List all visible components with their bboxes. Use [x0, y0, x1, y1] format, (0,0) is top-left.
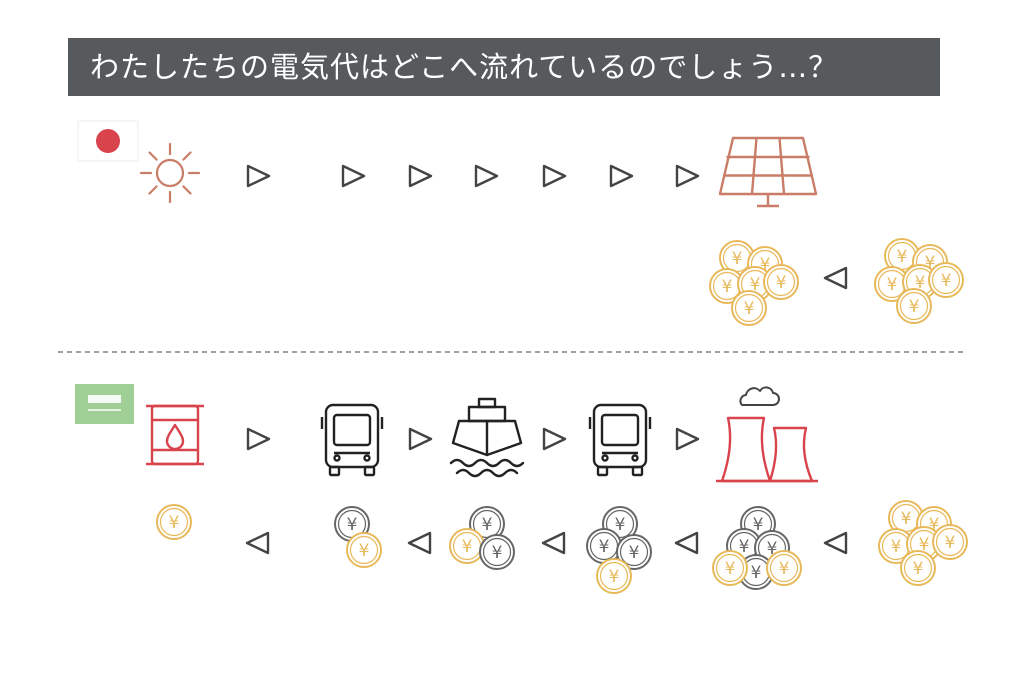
power-plant-icon: [716, 386, 818, 483]
arrow-right-icon: [246, 164, 271, 188]
yen-coin-icon: ¥: [763, 264, 799, 300]
yen-coin-icon: ¥: [932, 524, 968, 560]
yen-coin-icon: ¥: [586, 528, 622, 564]
yen-symbol: ¥: [462, 537, 473, 557]
yen-symbol: ¥: [776, 273, 787, 293]
yen-coin-icon: ¥: [900, 550, 936, 586]
yen-symbol: ¥: [929, 515, 940, 535]
yen-symbol: ¥: [750, 275, 761, 295]
yen-coin-icon: ¥: [449, 528, 485, 564]
yen-symbol: ¥: [901, 509, 912, 529]
arrow-right-icon: [609, 164, 634, 188]
yen-coin-icon: ¥: [712, 550, 748, 586]
energy-flow-arrows: [246, 427, 700, 451]
arrow-left-icon: [407, 531, 432, 555]
saudi-flag: [75, 384, 134, 424]
yen-symbol: ¥: [725, 559, 736, 579]
yen-symbol: ¥: [913, 559, 924, 579]
arrow-left-icon: [541, 531, 566, 555]
japan-flag: [77, 120, 139, 162]
yen-coin-icon: ¥: [928, 262, 964, 298]
yen-symbol: ¥: [887, 275, 898, 295]
yen-symbol: ¥: [915, 273, 926, 293]
yen-symbol: ¥: [359, 541, 370, 561]
yen-symbol: ¥: [732, 249, 743, 269]
yen-symbol: ¥: [739, 537, 750, 557]
yen-coin-icon: ¥: [731, 290, 767, 326]
yen-symbol: ¥: [492, 543, 503, 563]
money-flow-arrows: [823, 266, 848, 290]
money-flow-arrows: [245, 531, 848, 555]
yen-symbol: ¥: [482, 515, 493, 535]
yen-coin-icon: ¥: [616, 534, 652, 570]
yen-symbol: ¥: [919, 535, 930, 555]
yen-symbol: ¥: [722, 277, 733, 297]
yen-symbol: ¥: [753, 515, 764, 535]
arrow-right-icon: [675, 164, 700, 188]
yen-symbol: ¥: [941, 271, 952, 291]
yen-coin-icon: ¥: [156, 504, 192, 540]
truck-icon: [588, 403, 652, 477]
arrow-right-icon: [474, 164, 499, 188]
yen-symbol: ¥: [609, 567, 620, 587]
page-title: わたしたちの電気代はどこへ流れているのでしょう…？: [68, 38, 940, 96]
arrow-right-icon: [408, 164, 433, 188]
yen-symbol: ¥: [779, 559, 790, 579]
yen-symbol: ¥: [897, 247, 908, 267]
yen-symbol: ¥: [169, 513, 180, 533]
ship-icon: [449, 397, 525, 478]
yen-symbol: ¥: [767, 539, 778, 559]
arrow-left-icon: [823, 266, 848, 290]
yen-symbol: ¥: [891, 537, 902, 557]
yen-symbol: ¥: [347, 515, 358, 535]
yen-symbol: ¥: [615, 515, 626, 535]
arrow-right-icon: [341, 164, 366, 188]
yen-symbol: ¥: [599, 537, 610, 557]
coin-clusters: ¥¥¥¥¥¥¥¥¥¥¥¥: [709, 238, 964, 326]
truck-icon: [320, 403, 384, 477]
yen-coin-icon: ¥: [896, 288, 932, 324]
yen-coin-icon: ¥: [766, 550, 802, 586]
arrow-right-icon: [542, 427, 567, 451]
oil-barrel-icon: [146, 404, 204, 466]
solar-panel-icon: [718, 136, 818, 208]
yen-symbol: ¥: [744, 299, 755, 319]
yen-coin-icon: ¥: [346, 532, 382, 568]
arrow-right-icon: [408, 427, 433, 451]
yen-symbol: ¥: [629, 543, 640, 563]
arrow-left-icon: [674, 531, 699, 555]
sun-icon: [139, 142, 201, 204]
yen-symbol: ¥: [760, 255, 771, 275]
coin-clusters: ¥¥¥¥¥¥¥¥¥¥¥¥¥¥¥¥¥¥¥¥¥¥: [156, 500, 968, 594]
yen-symbol: ¥: [945, 533, 956, 553]
yen-coin-icon: ¥: [479, 534, 515, 570]
yen-symbol: ¥: [909, 297, 920, 317]
arrow-left-icon: [823, 531, 848, 555]
yen-coin-icon: ¥: [709, 268, 745, 304]
arrow-right-icon: [542, 164, 567, 188]
yen-coin-icon: ¥: [596, 558, 632, 594]
arrow-right-icon: [246, 427, 271, 451]
energy-flow-arrows: [246, 164, 700, 188]
yen-symbol: ¥: [751, 563, 762, 583]
yen-symbol: ¥: [925, 253, 936, 273]
arrow-left-icon: [245, 531, 270, 555]
arrow-right-icon: [675, 427, 700, 451]
